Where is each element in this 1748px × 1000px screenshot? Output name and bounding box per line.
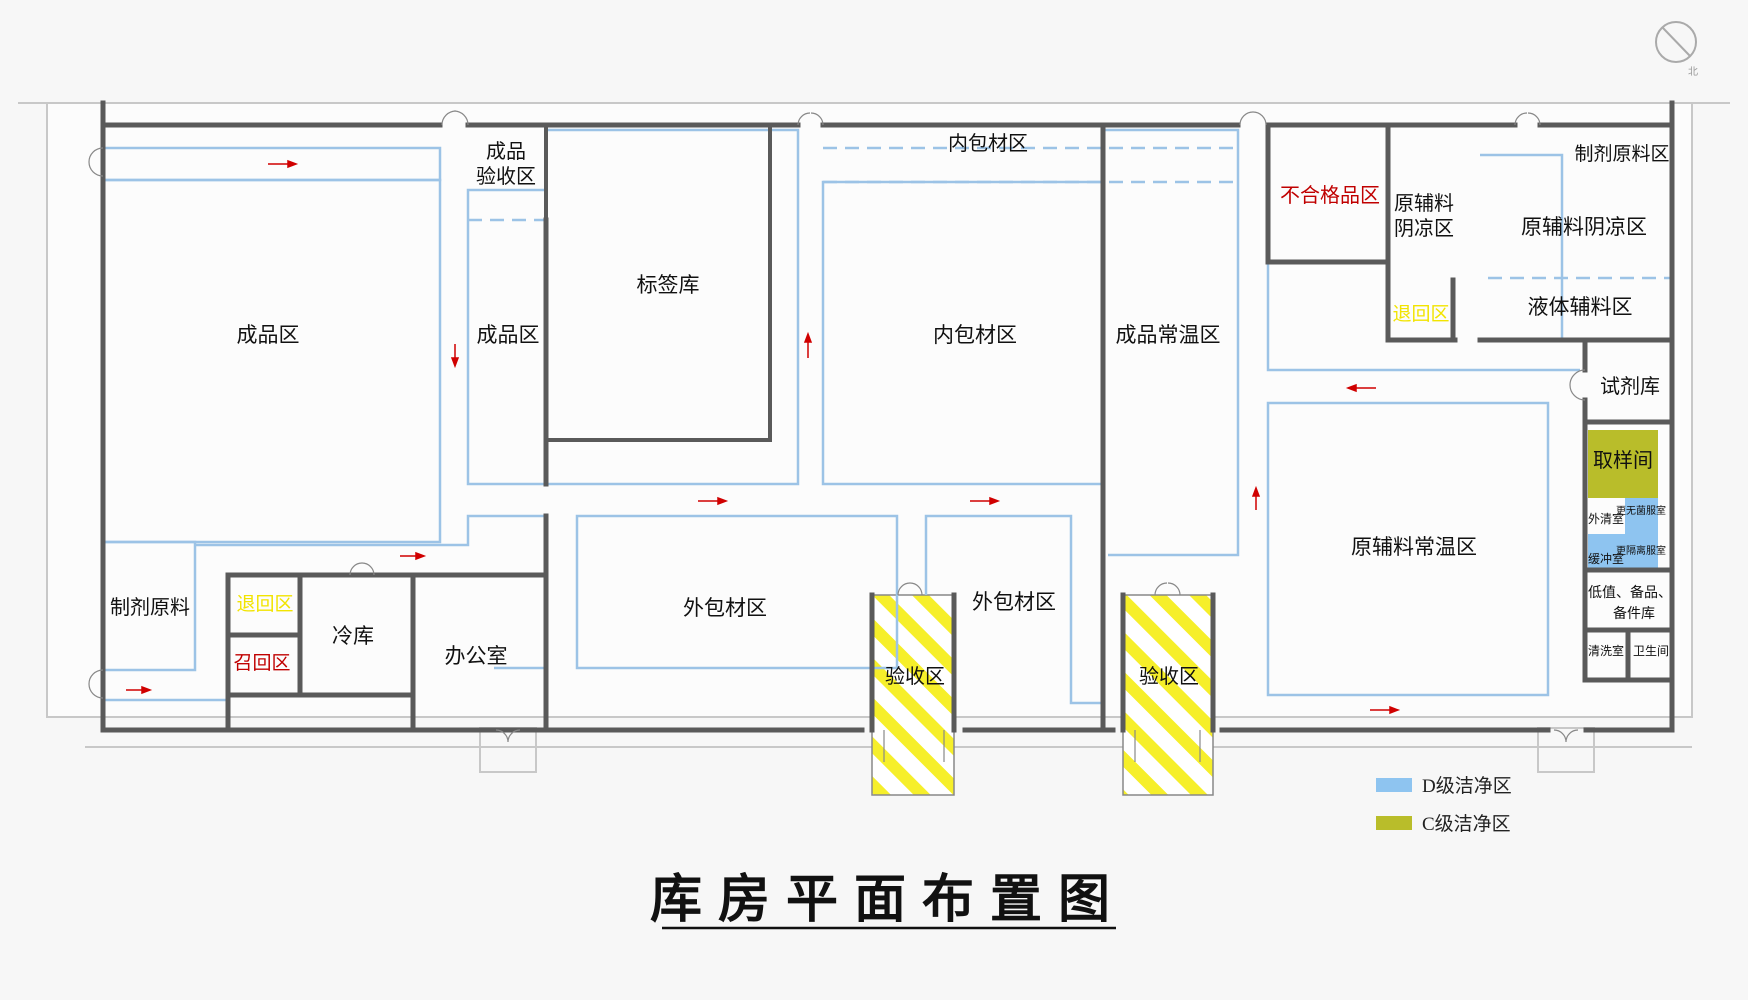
room-low-value-line1: 低值、备品、	[1588, 584, 1672, 601]
room-outer-clean: 外清室	[1588, 511, 1624, 526]
room-office: 办公室	[445, 644, 508, 668]
compass-icon	[1655, 21, 1697, 63]
walls	[100, 100, 1675, 733]
room-liquid-aux: 液体辅料区	[1528, 295, 1633, 319]
room-inner-pack-top: 内包材区	[948, 131, 1028, 155]
page-title: 库房平面布置图	[650, 869, 1126, 930]
room-labels: 成品区 成品 验收区 成品区 标签库 内包材区 内包材区 成品常温区 不合格品区…	[110, 131, 1672, 688]
flow-arrows	[126, 159, 1401, 715]
room-cold: 冷库	[332, 624, 374, 648]
legend-swatch-d-grade	[1376, 778, 1412, 792]
receiving-zones	[871, 594, 1214, 796]
receiving-zone-2	[1122, 594, 1214, 796]
flow-arrow-head	[717, 496, 729, 506]
room-receive-2: 验收区	[1139, 664, 1199, 688]
room-reject: 不合格品区	[1280, 183, 1380, 207]
room-prep-raw-left: 制剂原料	[110, 595, 190, 619]
room-outer-pack-2: 外包材区	[972, 590, 1056, 614]
flow-arrow-head	[989, 496, 1001, 506]
room-return-right: 退回区	[1392, 303, 1449, 325]
flow-arrow-head	[1251, 485, 1261, 497]
room-label-store: 标签库	[637, 273, 700, 297]
north-compass: 北	[1655, 21, 1698, 78]
d-grade-area-isolation-change	[1625, 534, 1658, 570]
clean-boundary-lines	[101, 128, 1672, 705]
room-buffer: 缓冲室	[1588, 551, 1624, 566]
room-raw-normal: 原辅料常温区	[1351, 535, 1477, 559]
room-reagent: 试剂库	[1600, 374, 1660, 398]
d-grade-area-buffer	[1588, 534, 1625, 570]
clean-area-fills	[1588, 430, 1658, 570]
compass-label: 北	[1688, 66, 1698, 78]
title-block: 库房平面布置图	[650, 869, 1126, 930]
flow-arrow-head	[141, 685, 153, 695]
room-recall: 召回区	[233, 652, 290, 674]
room-inner-pack: 内包材区	[933, 323, 1017, 347]
room-sampling: 取样间	[1593, 448, 1653, 472]
room-finished-goods-2: 成品区	[477, 323, 540, 347]
room-raw-cool-right: 原辅料阴凉区	[1521, 215, 1647, 239]
receiving-zone-1	[871, 594, 955, 796]
room-finished-goods: 成品区	[237, 323, 300, 347]
room-return-left: 退回区	[236, 593, 293, 615]
legend-label-d-grade: D级洁净区	[1422, 775, 1512, 797]
legend-swatch-c-grade	[1376, 816, 1412, 830]
doors	[88, 110, 1586, 762]
room-finished-normal: 成品常温区	[1116, 323, 1221, 347]
room-finished-check-line1: 成品	[486, 139, 526, 163]
flow-arrow-head	[450, 357, 460, 369]
flow-arrow-head	[1345, 383, 1357, 393]
room-wash: 清洗室	[1588, 643, 1624, 658]
flow-arrow-head	[415, 551, 427, 561]
room-prep-raw-top: 制剂原料区	[1574, 143, 1669, 165]
room-toilet: 卫生间	[1633, 644, 1669, 658]
room-outer-pack: 外包材区	[683, 596, 767, 620]
room-finished-check-line2: 验收区	[476, 164, 536, 188]
room-raw-cool-line1: 原辅料	[1394, 191, 1454, 215]
room-raw-cool-line2: 阴凉区	[1394, 216, 1454, 240]
d-grade-area-sterile-change	[1625, 498, 1658, 534]
flow-arrow-head	[1389, 705, 1401, 715]
legend-label-c-grade: C级洁净区	[1422, 813, 1511, 835]
flow-arrow-head	[803, 331, 813, 343]
room-sterile-change: 更无菌服室	[1616, 504, 1666, 517]
legend: D级洁净区 C级洁净区	[1376, 775, 1512, 835]
room-isolation-change: 更隔离服室	[1616, 544, 1666, 557]
flow-arrow-head	[287, 159, 299, 169]
room-receive-1: 验收区	[885, 664, 945, 688]
room-low-value-line2: 备件库	[1613, 605, 1655, 622]
c-grade-area-sampling	[1588, 430, 1658, 498]
